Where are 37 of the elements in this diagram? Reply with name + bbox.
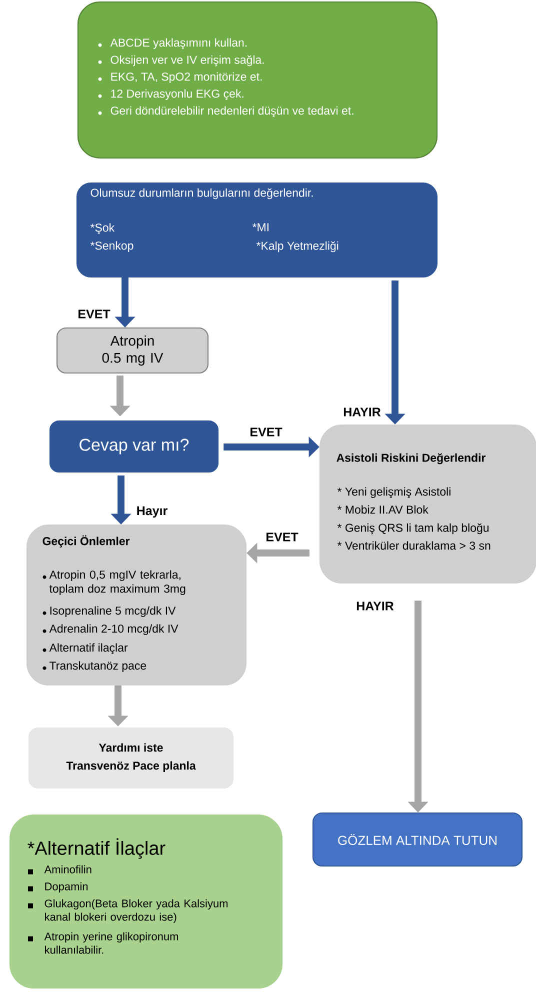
list-item: Isoprenaline 5 mcg/dk IV: [42, 606, 176, 617]
list-item: *Senkop: [90, 241, 134, 252]
list-item: Atropin 0,5 mgIV tekrarla, toplam doz maximum 3mg: [42, 570, 186, 595]
edge-label: EVET: [266, 532, 298, 542]
list-item: * Geniş QRS li tam kalp bloğu: [337, 523, 489, 534]
edge-label: HAYIR: [344, 408, 381, 416]
list-item: Aminofilin: [28, 865, 92, 874]
list-item: Transkutanöz pace: [42, 661, 146, 672]
list-item: Dopamin: [28, 882, 88, 893]
decision-box: Cevap var mı?: [49, 420, 219, 473]
list-item: ABCDE yaklaşımını kullan.: [98, 38, 247, 50]
box-text: Transvenöz Pace planla: [66, 761, 196, 772]
list-item: Atropin yerine glikopironum kullanılabilir.: [28, 932, 178, 954]
list-item: EKG, TA, SpO2 monitörize et.: [98, 72, 262, 83]
list-item: Geri döndürelebilir nedenleri düşün ve tedavi et.: [98, 106, 354, 118]
list-item: Alternatif ilaçlar: [42, 643, 128, 654]
list-item: Glukagon(Beta Bloker yada Kalsiyum kanal blokeri overdozu ise): [28, 899, 228, 923]
box-heading: Geçici Önlemler: [42, 535, 130, 548]
edge-label: Hayır: [137, 506, 168, 518]
list-item: 12 Derivasyonlu EKG çek.: [98, 89, 244, 100]
edge-label: EVET: [78, 310, 110, 318]
list-item: Adrenalin 2-10 mcg/dk IV: [42, 624, 178, 635]
box-text: Yardımı iste: [98, 743, 163, 752]
box-heading: *Alternatif İlaçlar: [28, 838, 166, 859]
list-item: *MI: [252, 223, 268, 232]
list-item: * Mobiz II.AV Blok: [337, 505, 428, 514]
process-box: Atropin 0.5 mg IV: [56, 327, 209, 374]
list-item: Oksijen ver ve IV erişim sağla.: [98, 55, 264, 66]
list-item: * Ventriküler duraklama > 3 sn: [337, 541, 490, 550]
box-heading: Asistoli Riskini Değerlendir: [336, 453, 486, 464]
process-box: GÖZLEM ALTINDA TUTUN: [312, 812, 523, 867]
box-heading: Olumsuz durumların bulgularını değerlendir.: [90, 188, 313, 200]
edge-label: HAYIR: [356, 602, 394, 610]
list-item: * Yeni gelişmiş Asistoli: [337, 487, 450, 498]
list-item: *Şok: [90, 223, 115, 234]
list-item: *Kalp Yetmezliği: [256, 241, 338, 252]
edge-label: EVET: [250, 428, 282, 436]
